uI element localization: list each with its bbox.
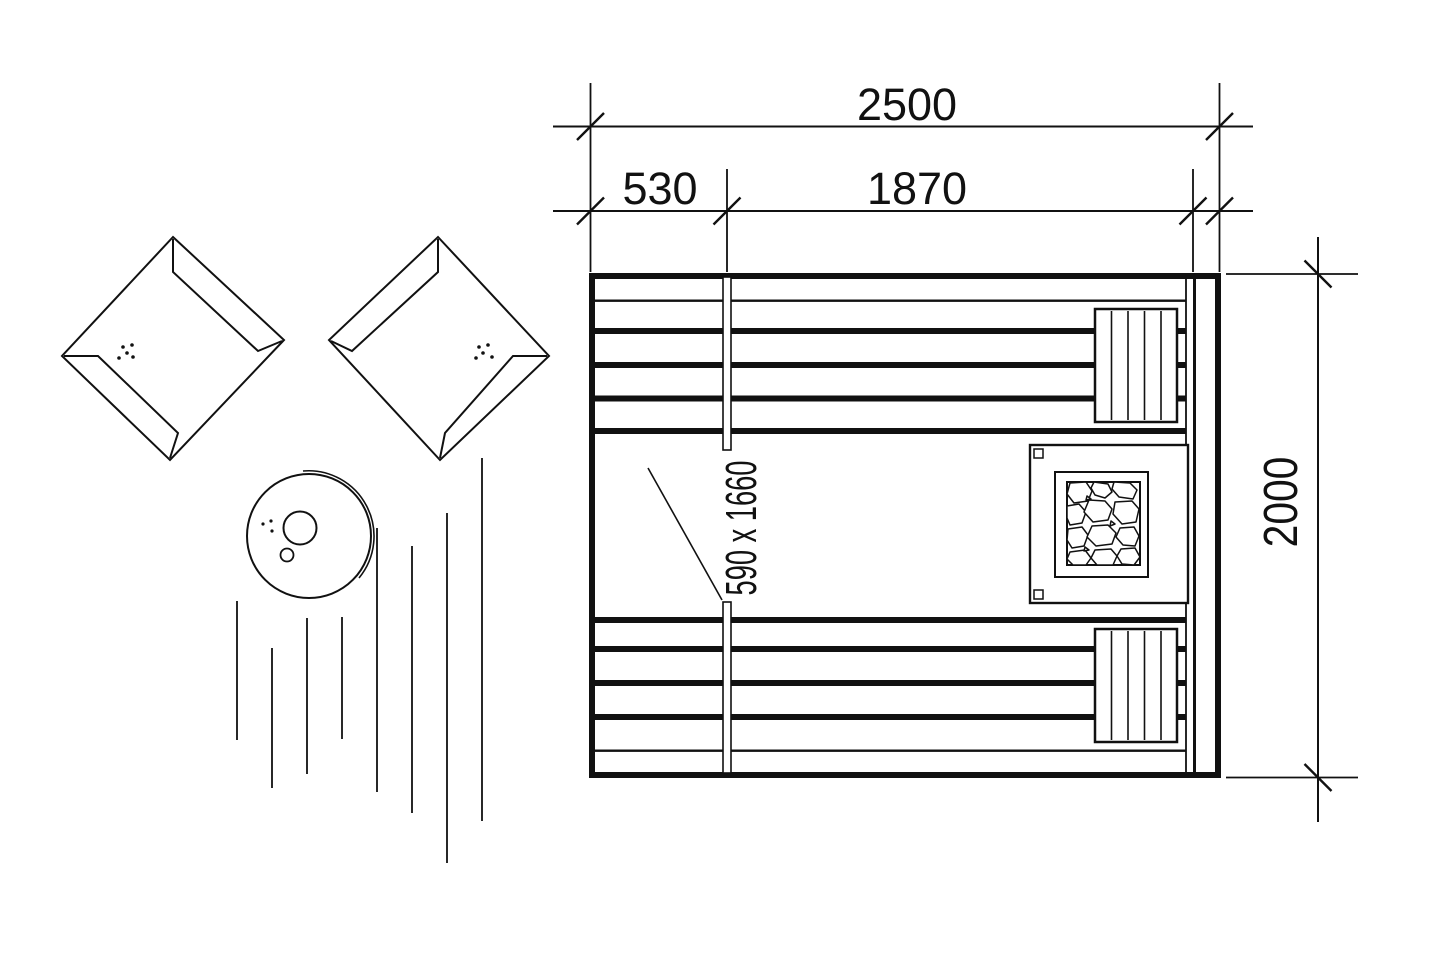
door-swing-line — [647, 467, 723, 601]
stone — [1116, 547, 1141, 566]
door-jamb-upper — [722, 276, 732, 451]
bench-slat-gap — [595, 328, 1186, 334]
stool-left-icon — [60, 235, 286, 462]
stone — [1066, 526, 1089, 549]
bench-slat-gap — [595, 646, 1186, 652]
bucket-handle-hole — [282, 510, 318, 546]
heater-with-stones — [1028, 443, 1190, 605]
headrest-top — [1093, 307, 1179, 424]
bench-back-line — [595, 749, 1186, 752]
bucket-dots — [261, 519, 274, 533]
door-size-label: 590 x 1660 — [716, 461, 765, 596]
dim-ticks — [1303, 259, 1333, 792]
heater-stones — [1066, 481, 1141, 566]
water-lines-icon — [236, 458, 483, 863]
bench-back-line — [595, 299, 1186, 302]
headrest-bottom — [1093, 627, 1179, 744]
stool-left-inner-rim-right — [172, 239, 283, 353]
stool-right-inner-rim-right — [439, 355, 547, 459]
bench-slat-gap — [595, 714, 1186, 720]
stone — [1085, 495, 1092, 501]
stone — [1083, 499, 1113, 523]
dim-label-2500: 2500 — [857, 79, 957, 130]
stool-right-icon — [327, 235, 551, 462]
dimension-right — [1226, 237, 1358, 822]
bench-slat-gap — [595, 395, 1186, 402]
stone — [1111, 481, 1138, 500]
stone — [1086, 524, 1117, 547]
stone — [1090, 481, 1113, 499]
stool-right-inner-rim-left — [330, 239, 439, 353]
bucket-rim — [246, 473, 372, 599]
stone — [1090, 548, 1118, 566]
bench-top — [595, 299, 1186, 434]
dim-label-530: 530 — [622, 163, 697, 214]
door-jamb-lower — [722, 601, 732, 774]
sauna-room: 590 x 1660 — [589, 273, 1221, 778]
stone — [1115, 526, 1140, 547]
stone — [1109, 520, 1116, 527]
bench-front-edge — [595, 428, 1186, 434]
bench-front-edge — [595, 617, 1186, 623]
stone — [1066, 549, 1092, 566]
dim-label-1870: 1870 — [867, 163, 967, 214]
stone — [1083, 546, 1090, 552]
bench-slat-gap — [595, 362, 1186, 368]
rail-corner-post — [1033, 448, 1044, 459]
stone — [1066, 503, 1087, 526]
bucket-knot — [279, 547, 295, 563]
bucket-icon — [246, 469, 375, 599]
dim-ticks — [576, 112, 1234, 226]
stool-left-dots — [117, 343, 135, 360]
dim-label-2000: 2000 — [1255, 457, 1308, 548]
stool-right-outline — [327, 235, 551, 462]
door: 590 x 1660 — [647, 276, 766, 774]
stone — [1112, 500, 1140, 525]
bench-slat-gap — [595, 680, 1186, 686]
bucket-outer-rim-arc — [302, 469, 375, 579]
stool-left-inner-rim-left — [64, 355, 180, 459]
stool-right-dots — [474, 343, 494, 360]
rail-corner-post — [1033, 589, 1044, 600]
dimension-top — [553, 83, 1253, 272]
stool-left-outline — [60, 235, 286, 462]
bench-bottom — [595, 617, 1186, 752]
